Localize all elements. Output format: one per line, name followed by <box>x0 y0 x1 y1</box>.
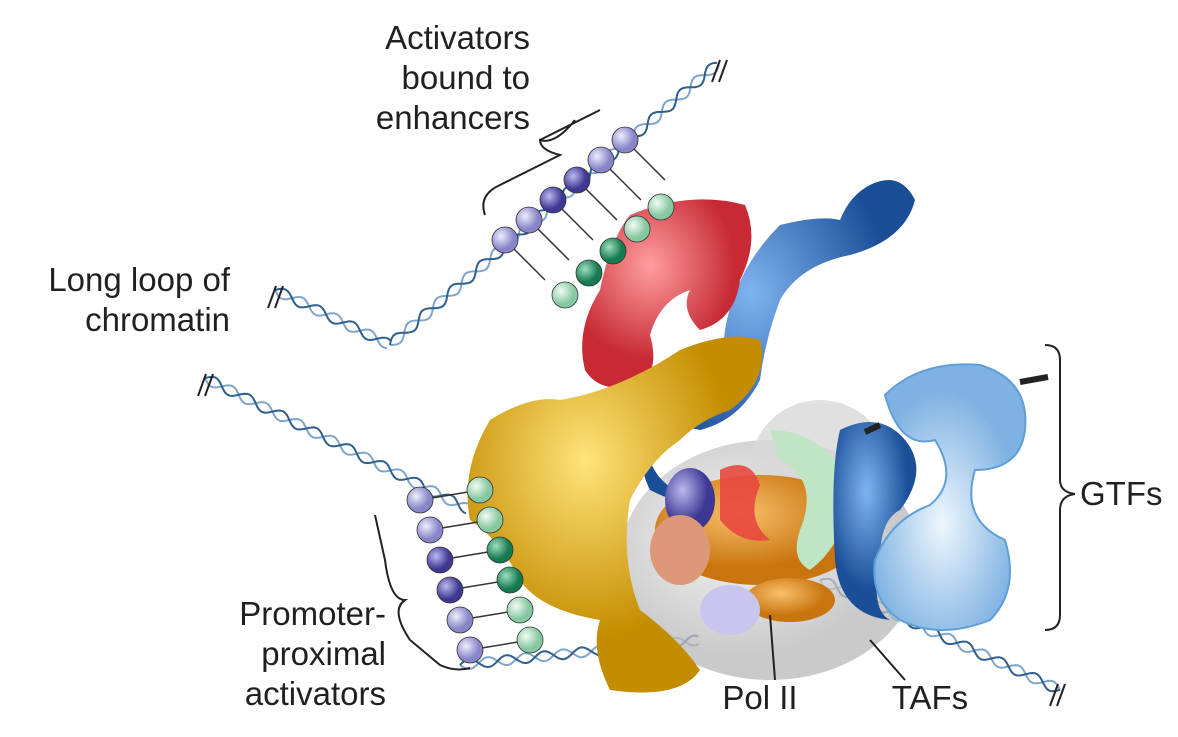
gtf-peach <box>650 515 710 585</box>
label-line: activators <box>244 675 386 712</box>
label-activators: Activators bound to enhancers <box>330 18 530 138</box>
dna-strand <box>274 289 388 350</box>
label-long-loop: Long loop of chromatin <box>0 260 230 340</box>
pol2-lower <box>745 578 835 622</box>
label-line: proximal <box>261 635 386 672</box>
activator-bead <box>466 476 494 504</box>
activator-bead <box>563 166 591 194</box>
label-gtfs: GTFs <box>1080 475 1163 512</box>
label-line: Long loop of <box>48 261 230 298</box>
activator-bead <box>436 576 464 604</box>
activator-bead <box>496 566 524 594</box>
dna-strand <box>274 287 392 342</box>
activator-bead <box>611 126 639 154</box>
bracket-activators <box>482 109 601 216</box>
gtf-red-small <box>720 465 770 541</box>
label-pol2: Pol II <box>722 679 798 716</box>
gtf-tether <box>1019 374 1049 385</box>
activator-bead <box>539 186 567 214</box>
activator-bead <box>506 596 534 624</box>
label-line: bound to <box>401 59 530 96</box>
bracket-gtfs <box>1044 344 1076 631</box>
activator-bead <box>516 626 544 654</box>
break-mark <box>1049 683 1059 707</box>
dna-strand <box>204 375 467 515</box>
break-mark <box>718 59 728 83</box>
activator-bead <box>476 506 504 534</box>
break-mark <box>274 285 284 309</box>
label-line: Activators <box>385 19 530 56</box>
break-mark <box>197 373 207 397</box>
mediator-yellow <box>467 336 762 693</box>
activator-bead <box>623 215 651 243</box>
gtf-lightblue <box>873 363 1027 631</box>
gtf-lavender <box>700 585 760 635</box>
break-mark <box>267 285 277 309</box>
activator-beads <box>406 126 675 664</box>
activator-bead <box>446 606 474 634</box>
label-promoter-proximal: Promoter- proximal activators <box>190 594 386 714</box>
gtf-lightgreen <box>770 430 850 570</box>
activator-bead <box>486 536 514 564</box>
pointer-pol2 <box>769 614 776 681</box>
activator-bead <box>456 636 484 664</box>
activator-bead <box>599 237 627 265</box>
dna-strand <box>204 377 471 507</box>
activator-bead <box>491 226 519 254</box>
dna-helix <box>197 59 1066 707</box>
activator-bead <box>515 206 543 234</box>
pointer-tafs <box>869 639 906 681</box>
break-mark <box>711 59 721 83</box>
activator-bead <box>416 516 444 544</box>
gtf-blue <box>833 422 917 620</box>
break-mark <box>204 373 214 397</box>
gtf-tether <box>863 422 882 435</box>
label-tafs: TAFs <box>891 679 969 716</box>
break-mark <box>1056 683 1066 707</box>
label-line: enhancers <box>375 99 530 136</box>
activator-bead <box>587 146 615 174</box>
activator-bead <box>406 486 434 514</box>
mediator-blue <box>642 180 915 504</box>
bracket-promoter <box>374 514 471 671</box>
label-line: Promoter- <box>239 595 386 632</box>
label-line: chromatin <box>85 301 230 338</box>
activator-bead <box>575 259 603 287</box>
activator-bead <box>551 281 579 309</box>
activator-bead <box>426 546 454 574</box>
activator-bead <box>647 193 675 221</box>
